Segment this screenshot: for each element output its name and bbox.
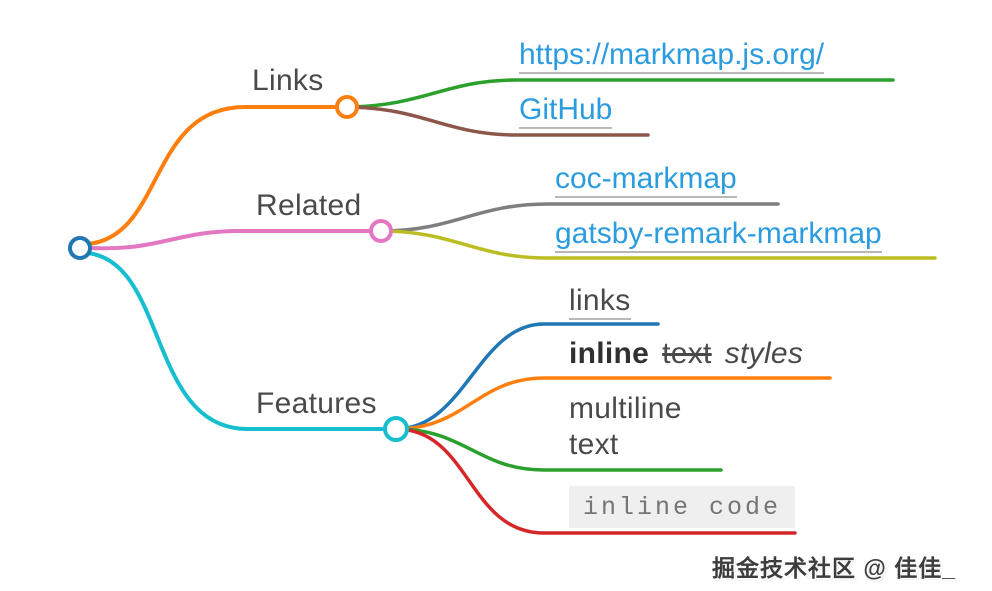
inline-italic-text: styles [724, 337, 804, 370]
edge-related-to-gatsby [379, 229, 937, 260]
root-node-circle[interactable] [68, 236, 92, 260]
node-coc-markmap: coc-markmap [555, 162, 737, 198]
inline-bold-text: inline [569, 337, 650, 370]
node-feature-links: links [569, 284, 631, 320]
node-multiline-text: multiline text [569, 392, 682, 461]
inline-strikethrough-text: text [662, 337, 712, 370]
edge-features-to-inline-styles [394, 376, 832, 431]
node-label-links: Links [252, 64, 324, 97]
node-markmap-site: https://markmap.js.org/ [519, 38, 825, 74]
features-node-circle[interactable] [383, 416, 409, 442]
node-inline-text-styles: inline text styles [569, 337, 803, 372]
links-node-circle[interactable] [335, 95, 359, 119]
gatsby-remark-markmap-link[interactable]: gatsby-remark-markmap [555, 217, 882, 253]
edge-features-to-links [394, 322, 660, 431]
edge-root-to-related [88, 229, 383, 251]
edge-root-to-features [86, 251, 398, 431]
edge-links-to-github [345, 105, 650, 137]
node-label-features: Features [256, 387, 377, 420]
watermark-text: 掘金技术社区 @ 佳佳_ [712, 555, 956, 581]
markmap-site-link[interactable]: https://markmap.js.org/ [519, 38, 825, 74]
node-inline-code: inline code [569, 486, 796, 528]
edge-features-to-inline-code [394, 427, 797, 535]
node-label-related: Related [256, 189, 362, 222]
related-node-circle[interactable] [369, 219, 393, 243]
node-github: GitHub [519, 93, 613, 129]
edge-root-to-links [86, 105, 349, 246]
edge-related-to-coc-markmap [379, 202, 780, 233]
github-link[interactable]: GitHub [519, 93, 613, 129]
coc-markmap-link[interactable]: coc-markmap [555, 162, 737, 198]
feature-links-text: links [569, 284, 631, 320]
edge-features-to-multiline [394, 427, 723, 472]
node-gatsby: gatsby-remark-markmap [555, 217, 882, 253]
edge-links-to-markmap-site [345, 78, 895, 109]
